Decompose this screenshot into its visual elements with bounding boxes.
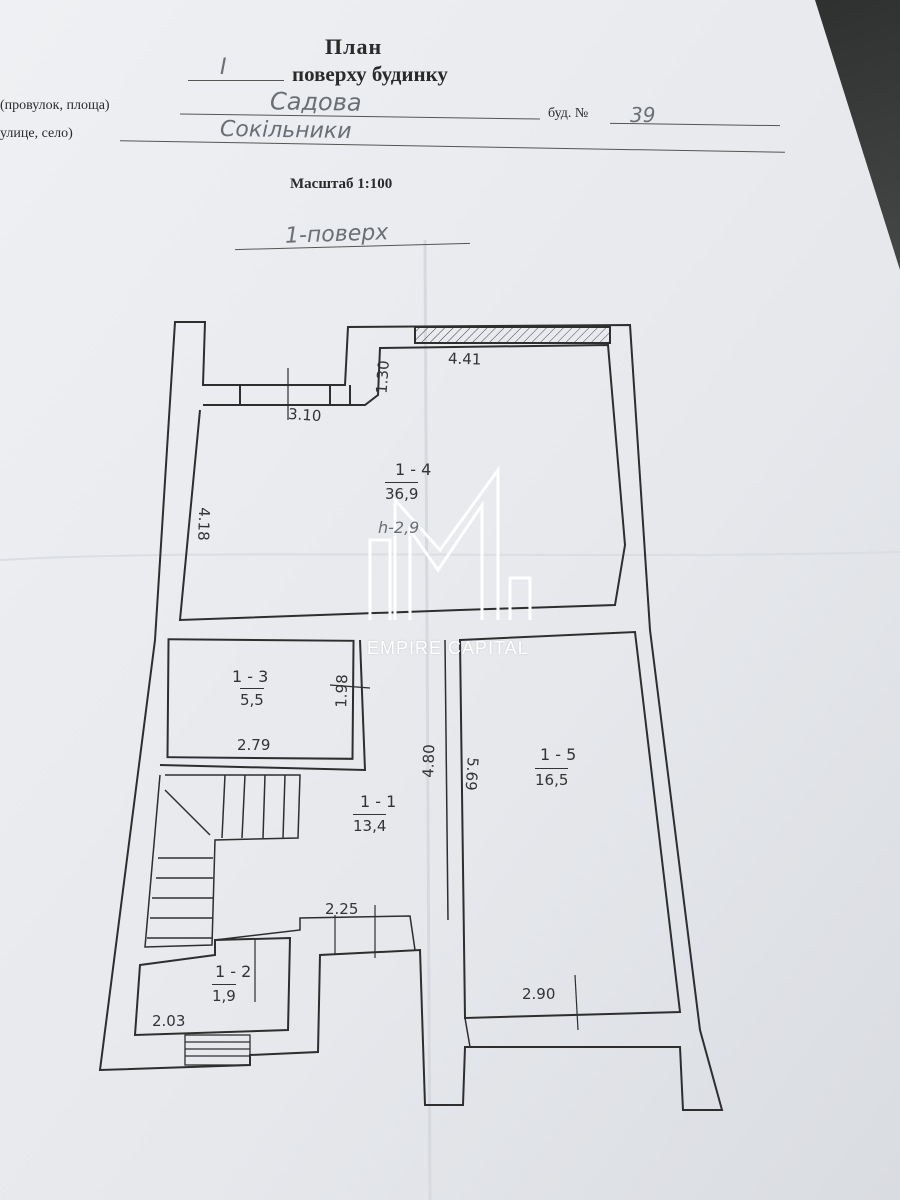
- dim-2-90: 2.90: [522, 985, 556, 1003]
- dim-1-98: 1.98: [332, 673, 352, 709]
- window-top: [414, 326, 611, 344]
- dim-5-69: 5.69: [461, 756, 482, 792]
- dim-4-80: 4.80: [419, 743, 439, 779]
- dim-2-79: 2.79: [237, 736, 271, 754]
- dim-2-03: 2.03: [152, 1012, 186, 1030]
- plan-subtitle: поверху будинку: [292, 62, 448, 86]
- room-1-5-wall: [458, 630, 682, 1020]
- dim-1-30: 1.30: [372, 359, 393, 395]
- room-1-1-id: 1 - 1: [360, 792, 397, 811]
- plan-title: План: [325, 34, 383, 59]
- room-1-1-area: 13,4: [353, 814, 387, 835]
- room-1-4-id: 1 - 4: [395, 460, 432, 479]
- room-1-4-height: h-2,9: [378, 518, 420, 537]
- dim-4-18: 4.18: [194, 506, 214, 542]
- staircase: [144, 774, 301, 948]
- room-1-2-area: 1,9: [212, 984, 236, 1005]
- entrance-steps: [184, 1034, 251, 1066]
- watermark-brand: EMPIRE CAPITAL: [367, 638, 529, 658]
- dim-4-41: 4.41: [447, 349, 482, 369]
- dim-3-10: 3.10: [287, 404, 322, 426]
- building-number: 39: [630, 103, 656, 127]
- room-1-5-id: 1 - 5: [540, 745, 577, 764]
- room-1-5-area: 16,5: [535, 768, 569, 789]
- scale-label: Масштаб 1:100: [290, 176, 393, 192]
- room-1-2-wall: [133, 936, 292, 1037]
- building-label: буд. №: [548, 106, 589, 121]
- room-1-3-id: 1 - 3: [232, 667, 269, 686]
- village-label: улице, село): [0, 126, 73, 141]
- room-1-3-wall: [166, 638, 355, 760]
- dim-2-25: 2.25: [325, 900, 359, 918]
- room-1-4-area: 36,9: [385, 482, 419, 503]
- room-1-3-area: 5,5: [240, 688, 264, 709]
- room-1-4-wall: [178, 343, 627, 622]
- floor-number-handwritten: I: [220, 55, 227, 80]
- outer-wall: [98, 321, 724, 1111]
- floor-underline: [188, 80, 284, 81]
- room-1-2-id: 1 - 2: [215, 962, 252, 981]
- empire-capital-logo: [368, 465, 532, 620]
- corridor-wall: [159, 639, 367, 772]
- street-label: (провулок, площа): [0, 98, 110, 113]
